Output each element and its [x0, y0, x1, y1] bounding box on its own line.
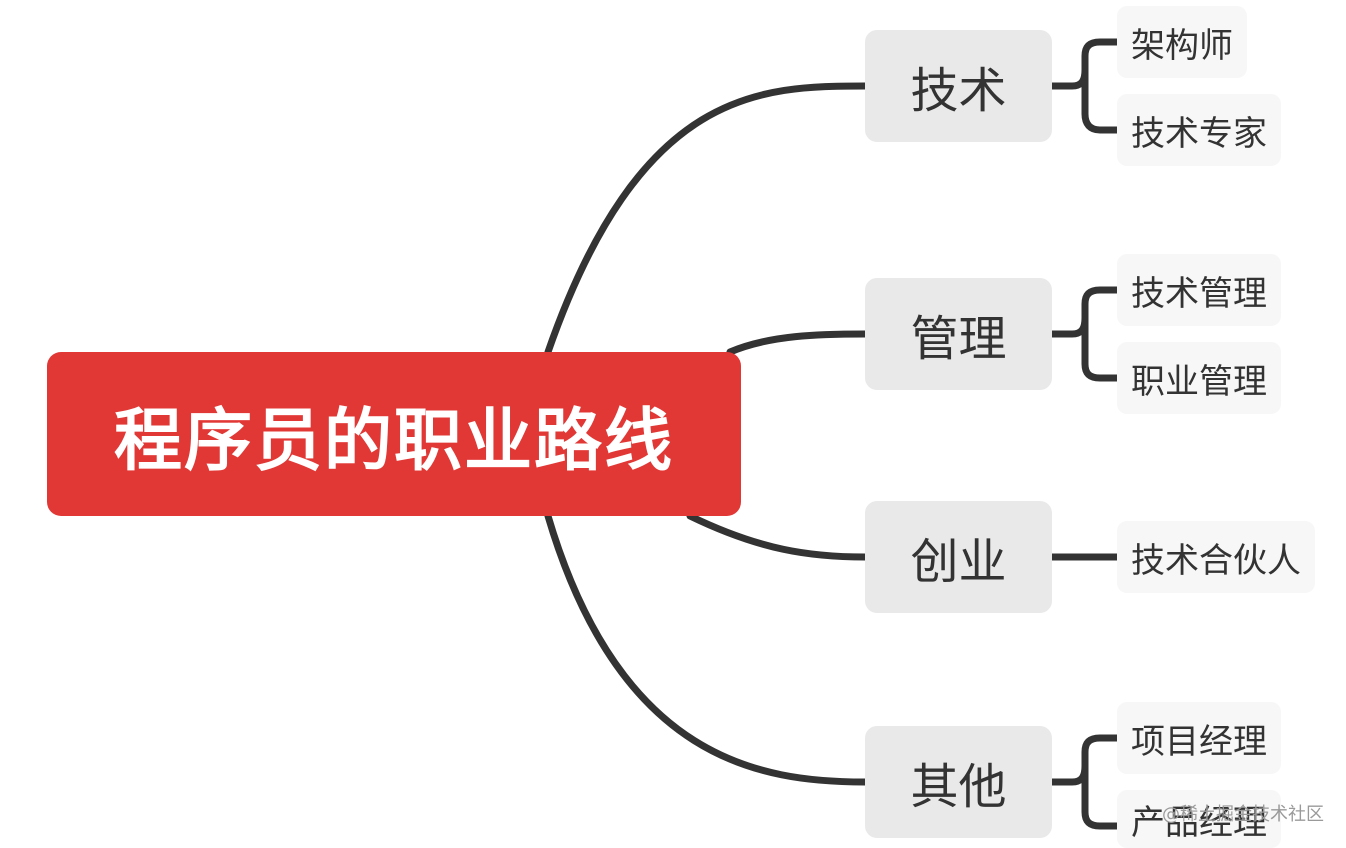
leaf-node-architect[interactable]: 架构师 [1117, 6, 1247, 78]
leaf-node-label: 产品经理 [1131, 802, 1267, 843]
leaf-node-label: 技术专家 [1131, 113, 1267, 154]
leaf-node-label: 技术管理 [1131, 273, 1267, 314]
leaf-node-tech-management[interactable]: 技术管理 [1117, 254, 1281, 326]
connector-root-manage [726, 330, 869, 356]
connector-tech-leaves [1048, 38, 1121, 134]
leaf-node-label: 架构师 [1131, 25, 1233, 66]
connector-other-leaves [1048, 734, 1121, 830]
leaf-node-label: 项目经理 [1131, 721, 1267, 762]
branch-node-tech[interactable]: 技术 [865, 30, 1052, 142]
branch-node-other[interactable]: 其他 [865, 726, 1052, 838]
watermark: @稀土掘金技术社区 [1162, 804, 1324, 825]
leaf-node-career-management[interactable]: 职业管理 [1117, 342, 1281, 414]
branch-node-label: 管理 [910, 311, 1007, 367]
branch-node-label: 其他 [910, 759, 1007, 815]
branch-node-label: 创业 [910, 534, 1007, 590]
leaf-node-project-manager[interactable]: 项目经理 [1117, 702, 1281, 774]
leaf-node-label: 技术合伙人 [1131, 540, 1301, 581]
connector-root-other [544, 512, 869, 786]
leaf-node-product-manager[interactable]: 产品经理 [1117, 790, 1281, 848]
connector-root-tech [544, 82, 869, 356]
branch-node-startup[interactable]: 创业 [865, 501, 1052, 613]
root-node[interactable]: 程序员的职业路线 [47, 352, 741, 516]
branch-node-manage[interactable]: 管理 [865, 278, 1052, 390]
branch-node-label: 技术 [910, 63, 1007, 119]
connector-root-startup [686, 512, 869, 561]
connector-manage-leaves [1048, 286, 1121, 382]
leaf-node-tech-partner[interactable]: 技术合伙人 [1117, 521, 1315, 593]
leaf-node-label: 职业管理 [1131, 361, 1267, 402]
root-node-label: 程序员的职业路线 [113, 401, 674, 481]
leaf-node-tech-expert[interactable]: 技术专家 [1117, 94, 1281, 166]
